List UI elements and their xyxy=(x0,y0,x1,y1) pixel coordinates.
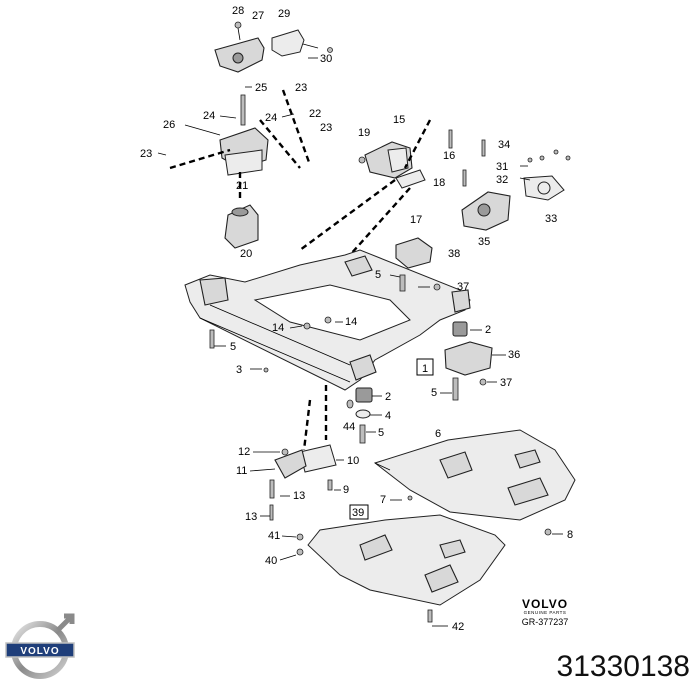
callout-labels: 28 27 29 30 25 23 24 24 22 26 23 23 21 2… xyxy=(140,5,573,633)
brand-subtitle: GENUINE PARTS xyxy=(523,610,567,615)
upper-splash-shield xyxy=(373,429,576,536)
callout-5: 5 xyxy=(378,427,384,439)
callout-14: 14 xyxy=(345,316,357,328)
callout-41: 41 xyxy=(268,530,280,542)
front-subframe xyxy=(184,249,471,391)
callout-11: 11 xyxy=(236,465,247,477)
upper-engine-mount-assembly xyxy=(214,21,333,73)
callout-12: 12 xyxy=(238,446,250,458)
callout-21: 21 xyxy=(236,180,248,192)
callout-1: 1 xyxy=(422,363,428,375)
callout-13: 13 xyxy=(245,511,257,523)
callout-18: 18 xyxy=(433,177,445,189)
subframe-bushings xyxy=(209,237,493,444)
callout-38: 38 xyxy=(448,248,460,260)
callout-40: 40 xyxy=(265,555,277,567)
callout-25: 25 xyxy=(255,82,267,94)
callout-14: 14 xyxy=(272,322,284,334)
callout-31: 31 xyxy=(496,161,508,173)
callout-23: 23 xyxy=(295,82,307,94)
callout-42: 42 xyxy=(452,621,464,633)
callout-35: 35 xyxy=(478,236,490,248)
callout-7: 7 xyxy=(380,494,386,506)
callout-8: 8 xyxy=(567,529,573,541)
callout-10: 10 xyxy=(347,455,359,467)
callout-23: 23 xyxy=(140,148,152,160)
logo-wordmark: VOLVO xyxy=(20,646,59,657)
callout-27: 27 xyxy=(252,10,264,22)
callout-9: 9 xyxy=(343,484,349,496)
callout-leaders xyxy=(157,113,563,627)
lower-splash-shield xyxy=(296,504,506,623)
callout-29: 29 xyxy=(278,8,290,20)
callout-37: 37 xyxy=(500,377,512,389)
callout-30: 30 xyxy=(320,53,332,65)
callout-39: 39 xyxy=(352,507,364,519)
callout-44: 44 xyxy=(343,421,355,433)
callout-22: 22 xyxy=(309,108,321,120)
callout-19: 19 xyxy=(358,127,370,139)
callout-4: 4 xyxy=(385,410,391,422)
callout-3: 3 xyxy=(236,364,242,376)
callout-5: 5 xyxy=(431,387,437,399)
callout-37: 37 xyxy=(457,281,469,293)
callout-2: 2 xyxy=(385,391,391,403)
callout-15: 15 xyxy=(393,114,405,126)
callout-33: 33 xyxy=(545,213,557,225)
right-engine-mount-assembly xyxy=(461,139,571,231)
callout-23: 23 xyxy=(320,122,332,134)
brand-block: VOLVO GENUINE PARTS GR-377237 xyxy=(505,598,585,628)
volvo-iron-mark-icon: VOLVO xyxy=(5,613,75,679)
callout-5: 5 xyxy=(230,341,236,353)
diagram-reference: GR-377237 xyxy=(521,617,569,627)
callout-24: 24 xyxy=(265,112,277,124)
callout-26: 26 xyxy=(163,119,175,131)
callout-13: 13 xyxy=(293,490,305,502)
left-engine-mount-assembly xyxy=(169,86,312,249)
part-number: 31330138 xyxy=(556,650,690,683)
callout-36: 36 xyxy=(508,349,520,361)
callout-32: 32 xyxy=(496,174,508,186)
callout-20: 20 xyxy=(240,248,252,260)
left-lower-brackets xyxy=(269,385,337,521)
callout-17: 17 xyxy=(410,214,422,226)
callout-28: 28 xyxy=(232,5,244,17)
callout-6: 6 xyxy=(435,428,441,440)
torque-rod-assembly xyxy=(299,119,453,256)
callout-5: 5 xyxy=(375,269,381,281)
callout-16: 16 xyxy=(443,150,455,162)
brand-name: VOLVO xyxy=(521,597,569,611)
callout-34: 34 xyxy=(498,139,510,151)
callout-24: 24 xyxy=(203,110,215,122)
callout-2: 2 xyxy=(485,324,491,336)
